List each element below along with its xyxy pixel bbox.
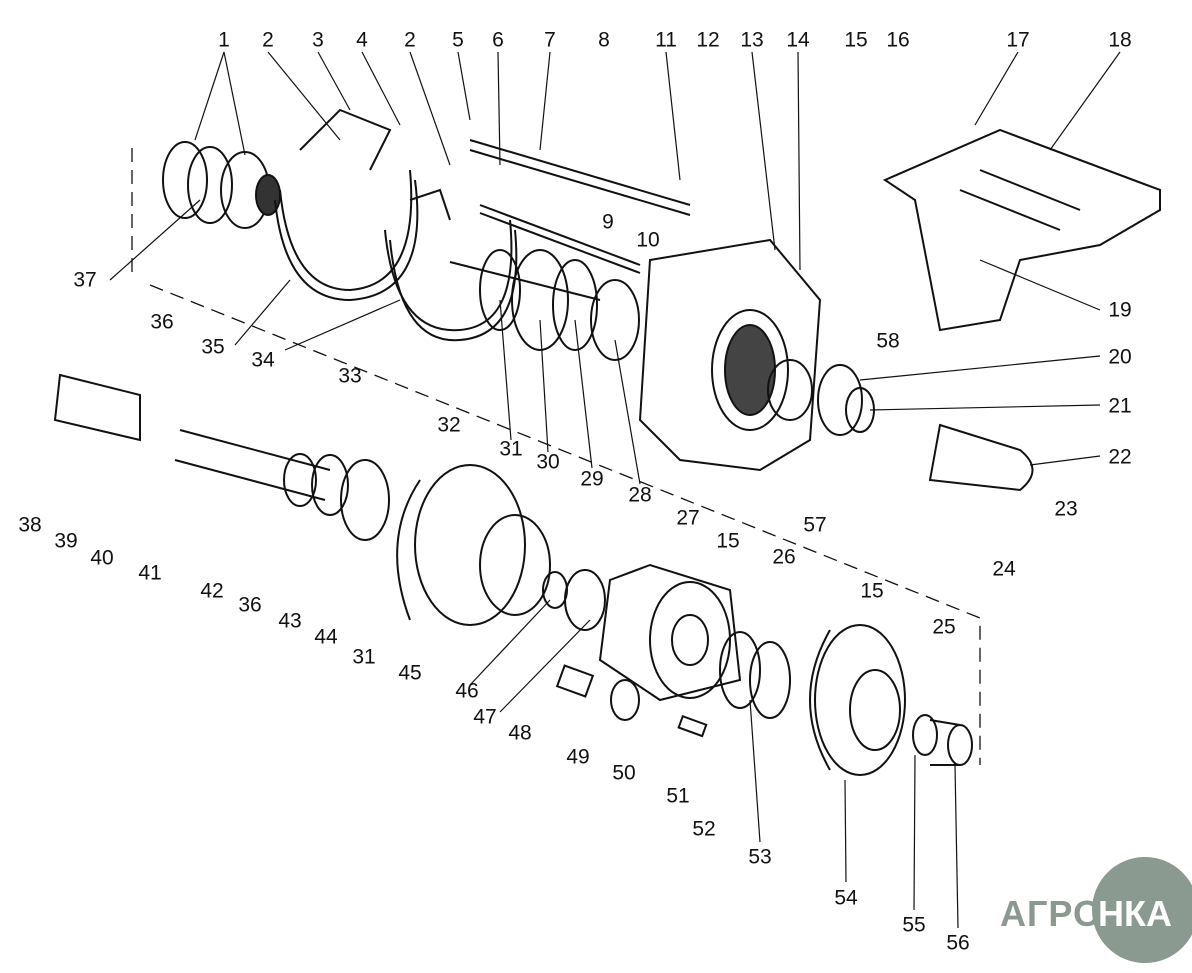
leader-lines <box>109 51 1121 929</box>
callout-21: 21 <box>1108 394 1132 418</box>
callout-22: 22 <box>1108 445 1132 469</box>
callout-38: 38 <box>18 513 42 537</box>
callout-36: 36 <box>150 310 174 334</box>
shield-part <box>882 128 1161 332</box>
callout-6: 6 <box>492 28 504 52</box>
callout-1: 1 <box>218 28 230 52</box>
callout-41: 41 <box>138 561 162 585</box>
callout-26: 26 <box>772 545 796 569</box>
callout-7: 7 <box>544 28 556 52</box>
callout-12: 12 <box>696 28 720 52</box>
callout-48: 48 <box>508 721 532 745</box>
callout-23: 23 <box>1054 497 1078 521</box>
pin-part <box>677 714 708 738</box>
callout-56: 56 <box>946 931 970 955</box>
shaft-part <box>469 139 691 216</box>
callout-31: 31 <box>352 645 376 669</box>
callout-29: 29 <box>580 467 604 491</box>
carrier-part <box>598 563 742 702</box>
callout-32: 32 <box>437 413 461 437</box>
callout-34: 34 <box>251 348 275 372</box>
lower-shaft-part <box>53 373 390 541</box>
callout-15: 15 <box>716 529 740 553</box>
callout-39: 39 <box>54 529 78 553</box>
callout-36: 36 <box>238 593 262 617</box>
logo-circle <box>1092 857 1192 963</box>
callout-55: 55 <box>902 913 926 937</box>
bearing-part <box>162 141 281 229</box>
callout-10: 10 <box>636 228 660 252</box>
callout-35: 35 <box>201 335 225 359</box>
callout-15: 15 <box>844 28 868 52</box>
callout-8: 8 <box>598 28 610 52</box>
callout-15: 15 <box>860 579 884 603</box>
callout-16: 16 <box>886 28 910 52</box>
callout-40: 40 <box>90 546 114 570</box>
pinion-part <box>610 679 640 721</box>
callout-19: 19 <box>1108 298 1132 322</box>
callout-11: 11 <box>655 28 677 52</box>
clutch-hub-part <box>449 249 640 361</box>
housing-part <box>638 238 822 472</box>
callout-57: 57 <box>803 513 827 537</box>
gear-part <box>719 631 791 719</box>
callout-45: 45 <box>398 661 422 685</box>
brake-band-part <box>274 108 419 302</box>
agronka-logo: АГРО НКА <box>1000 855 1192 965</box>
logo-text-right: НКА <box>1098 893 1172 934</box>
brake-band-part <box>384 188 518 342</box>
callout-2: 2 <box>404 28 416 52</box>
callout-2: 2 <box>262 28 274 52</box>
callout-30: 30 <box>536 450 560 474</box>
callout-51: 51 <box>666 784 690 808</box>
callout-14: 14 <box>786 28 810 52</box>
callout-27: 27 <box>676 506 700 530</box>
callout-3: 3 <box>312 28 324 52</box>
callout-42: 42 <box>200 579 224 603</box>
pin-part <box>555 664 595 698</box>
rod-part <box>479 204 641 274</box>
callout-5: 5 <box>452 28 464 52</box>
callout-4: 4 <box>356 28 368 52</box>
callout-17: 17 <box>1006 28 1030 52</box>
callout-49: 49 <box>566 745 590 769</box>
callout-28: 28 <box>628 483 652 507</box>
drum-gear-part <box>396 464 551 626</box>
callout-18: 18 <box>1108 28 1132 52</box>
callout-13: 13 <box>740 28 764 52</box>
callout-50: 50 <box>612 761 636 785</box>
callout-33: 33 <box>338 364 362 388</box>
drum-part <box>809 624 906 776</box>
callout-24: 24 <box>992 557 1016 581</box>
callout-46: 46 <box>455 679 479 703</box>
callout-53: 53 <box>748 845 772 869</box>
callout-58: 58 <box>876 329 900 353</box>
callout-37: 37 <box>73 268 97 292</box>
callout-43: 43 <box>278 609 302 633</box>
callout-52: 52 <box>692 817 716 841</box>
callout-31: 31 <box>499 437 523 461</box>
sleeve-part <box>912 714 973 766</box>
callout-54: 54 <box>834 886 858 910</box>
cover-part <box>928 423 1034 492</box>
callout-9: 9 <box>602 210 614 234</box>
callout-20: 20 <box>1108 345 1132 369</box>
callout-25: 25 <box>932 615 956 639</box>
bearing-part <box>542 569 606 631</box>
assembly-boundary <box>131 148 981 765</box>
callout-44: 44 <box>314 625 338 649</box>
callout-47: 47 <box>473 705 497 729</box>
logo-text-left: АГРО <box>1000 893 1102 934</box>
